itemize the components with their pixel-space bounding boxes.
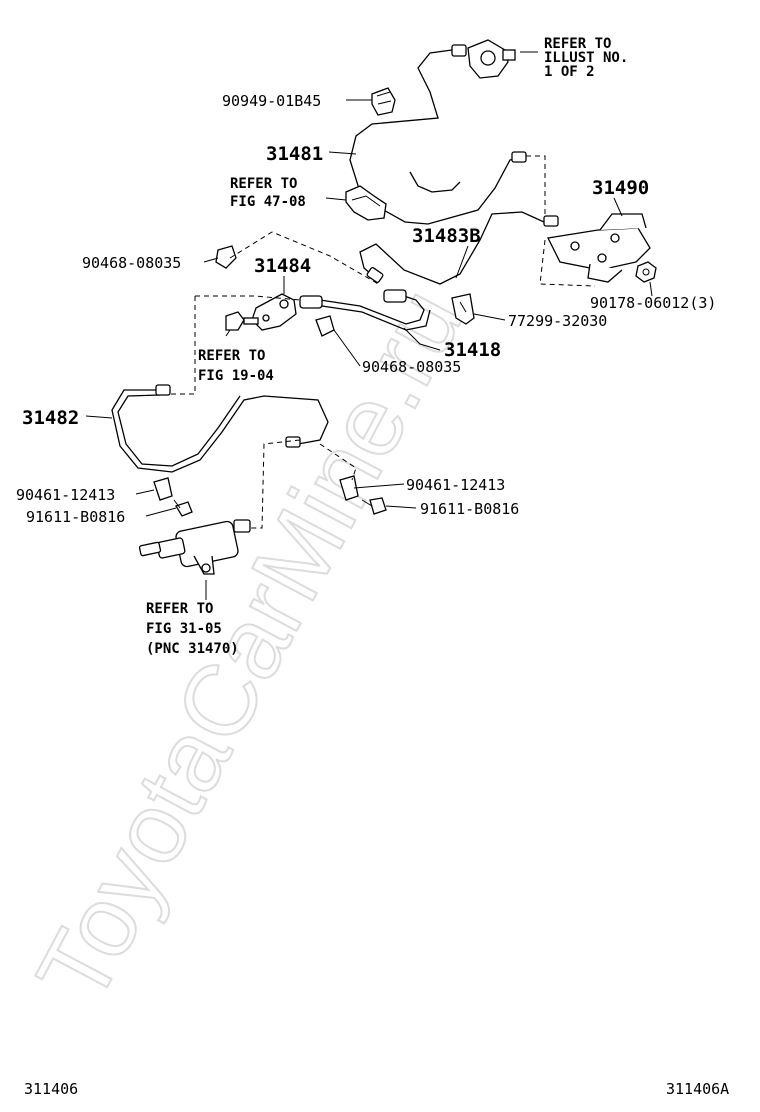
clamp-90949-icon bbox=[371, 87, 396, 116]
clutch-pipe-31482 bbox=[111, 389, 329, 473]
label-77299-32030: 77299-32030 bbox=[508, 312, 607, 330]
footer-illustration-number: 311406 bbox=[24, 1080, 78, 1098]
ref-fig1904-line-2: FIG 19-04 bbox=[198, 368, 274, 384]
release-cylinder bbox=[138, 519, 251, 575]
label-31483b: 31483B bbox=[412, 225, 481, 247]
clutch-pipe-31481 bbox=[349, 49, 523, 225]
label-91611-b0816-left: 91611-B0816 bbox=[26, 508, 125, 526]
ref-illust-line-3: 1 OF 2 bbox=[544, 64, 595, 80]
bolt-91611-left-icon bbox=[173, 499, 193, 517]
nut-90178-icon bbox=[635, 261, 657, 283]
clip-90468-lower-icon bbox=[315, 315, 335, 337]
clamp-90461-right-icon bbox=[339, 475, 359, 501]
clip-90468-upper-icon bbox=[215, 245, 237, 269]
label-31484: 31484 bbox=[254, 255, 311, 277]
label-90468-08035-lower: 90468-08035 bbox=[362, 358, 461, 376]
ref-fig4708-line-2: FIG 47-08 bbox=[230, 194, 306, 210]
label-90461-12413-right: 90461-12413 bbox=[406, 476, 505, 494]
label-31490: 31490 bbox=[592, 177, 649, 199]
master-cylinder-fitting bbox=[451, 39, 516, 79]
bolt-fig-19-04-icon bbox=[225, 311, 259, 331]
bolt-91611-right-icon bbox=[361, 497, 387, 515]
footer-illustration-variant: 311406A bbox=[666, 1080, 729, 1098]
label-91611-b0816-right: 91611-B0816 bbox=[420, 500, 519, 518]
ref-fig4708-line-1: REFER TO bbox=[230, 176, 297, 192]
ref-illust-line-1: REFER TO bbox=[544, 36, 611, 52]
ref-fig1904-line-1: REFER TO bbox=[198, 348, 265, 364]
label-90468-08035-upper: 90468-08035 bbox=[82, 254, 181, 272]
pipe-nut bbox=[511, 151, 527, 163]
bracket-fig-47-08-icon bbox=[345, 185, 387, 221]
ref-fig3105-line-1: REFER TO bbox=[146, 601, 213, 617]
ref-fig3105-line-3: (PNC 31470) bbox=[146, 641, 239, 657]
flexible-hose-31418 bbox=[319, 295, 425, 325]
ref-fig3105-line-2: FIG 31-05 bbox=[146, 621, 222, 637]
clamp-90461-left-icon bbox=[153, 477, 173, 501]
label-90461-12413-left: 90461-12413 bbox=[16, 486, 115, 504]
clip-77299-icon bbox=[451, 293, 475, 325]
label-90178-06012: 90178-06012(3) bbox=[590, 294, 716, 312]
label-31481: 31481 bbox=[266, 143, 323, 165]
bracket-31490 bbox=[543, 213, 651, 283]
label-31482: 31482 bbox=[22, 407, 79, 429]
label-90949-01b45: 90949-01B45 bbox=[222, 92, 321, 110]
label-31418: 31418 bbox=[444, 339, 501, 361]
ref-illust-line-2: ILLUST NO. bbox=[544, 50, 628, 66]
clutch-pipe-31483b bbox=[359, 211, 545, 285]
